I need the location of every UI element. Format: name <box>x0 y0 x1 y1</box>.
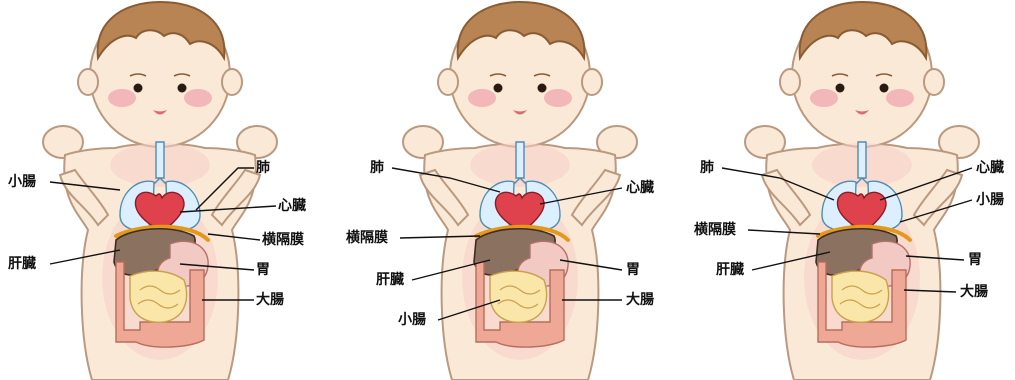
label-lungs-2: 肺 <box>370 160 384 176</box>
label-small-intestine-3: 小腸 <box>976 191 1004 208</box>
label-liver-3: 肝臓 <box>716 261 744 278</box>
label-lungs-1: 肺 <box>256 160 270 176</box>
label-heart-1: 心臓 <box>278 197 306 214</box>
label-liver-2: 肝臓 <box>376 271 404 288</box>
label-lungs-3: 肺 <box>700 160 714 176</box>
baby-figure-2: 肺 横隔膜 肝臓 小腸 心臓 胃 大腸 <box>346 2 654 380</box>
label-large-intestine-1: 大腸 <box>256 291 284 308</box>
baby-figure-3: 肺 横隔膜 肝臓 心臓 小腸 胃 大腸 <box>694 2 1004 380</box>
label-small-intestine-1: 小腸 <box>8 173 36 190</box>
label-stomach-1: 胃 <box>256 262 270 278</box>
label-large-intestine-3: 大腸 <box>960 283 988 300</box>
label-diaphragm-3: 横隔膜 <box>694 221 736 238</box>
label-diaphragm-2: 横隔膜 <box>346 229 388 246</box>
label-stomach-2: 胃 <box>626 262 640 278</box>
label-small-intestine-2: 小腸 <box>398 311 426 328</box>
label-heart-2: 心臓 <box>626 179 654 196</box>
label-stomach-3: 胃 <box>968 252 982 268</box>
label-large-intestine-2: 大腸 <box>626 291 654 308</box>
label-diaphragm-1: 横隔膜 <box>262 231 304 248</box>
baby-figure-1: 小腸 肝臓 肺 心臓 横隔膜 胃 大腸 <box>8 2 306 380</box>
label-liver-1: 肝臓 <box>8 255 36 272</box>
label-heart-3: 心臓 <box>976 159 1004 176</box>
